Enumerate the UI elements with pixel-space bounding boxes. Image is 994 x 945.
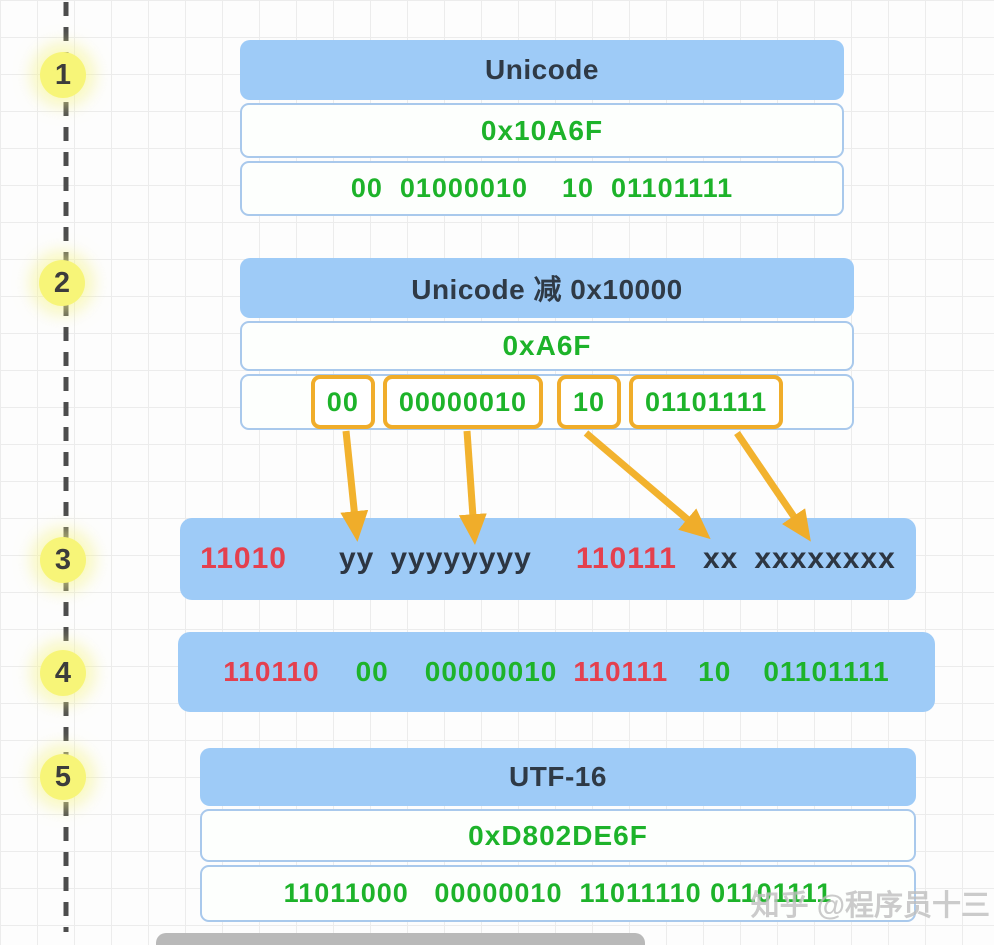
step-circle-4: 4 xyxy=(40,650,86,696)
template-token: 11010 xyxy=(200,542,287,575)
bit-group-box-2: 00000010 xyxy=(382,375,543,429)
template-token: yyyyyyyy xyxy=(390,542,532,575)
filled-token: 01101111 xyxy=(763,656,890,687)
bit-group-box-4: 01101111 xyxy=(629,375,784,429)
step-circle-1: 1 xyxy=(40,52,86,98)
arrow-group1 xyxy=(340,430,369,542)
unicode-box-binary: 00 01000010 10 01101111 xyxy=(240,161,844,216)
utf16-box-binary: 11011000 00000010 11011110 01101111 xyxy=(200,865,916,922)
filled-token: 10 xyxy=(698,656,732,687)
unicode-box-title: Unicode xyxy=(240,40,844,100)
filled-token: 00 xyxy=(355,656,389,687)
arrow-group4 xyxy=(734,431,811,542)
surrogate-filled-box: 110110 00 00000010 110111 10 01101111 xyxy=(178,632,935,712)
template-token: yy xyxy=(338,542,375,575)
filled-token: 00000010 xyxy=(424,656,558,687)
watermark: 知乎 @程序员十三 xyxy=(750,890,990,922)
minus-box-binary-row: 00 00000010 10 01101111 xyxy=(240,374,854,430)
arrow-group3 xyxy=(583,430,711,540)
filled-token: 110110 xyxy=(223,656,320,687)
bit-group-box-3: 10 xyxy=(556,375,622,429)
template-token: xxxxxxxx xyxy=(754,542,896,575)
step-circle-2: 2 xyxy=(39,260,85,306)
utf16-box-title: UTF-16 xyxy=(200,748,916,806)
minus-box-title: Unicode 减 0x10000 xyxy=(240,258,854,318)
bit-group-box-1: 00 xyxy=(310,375,375,429)
minus-box-hex: 0xA6F xyxy=(240,321,854,371)
step-circle-3: 3 xyxy=(40,537,86,583)
utf16-box-hex: 0xD802DE6F xyxy=(200,809,916,862)
surrogate-template-box: 11010 yy yyyyyyyy 110111 xx xxxxxxxx xyxy=(180,518,916,600)
template-token: 110111 xyxy=(575,542,677,575)
arrow-group2 xyxy=(458,430,487,545)
step-circle-5: 5 xyxy=(40,754,86,800)
unicode-box-hex: 0x10A6F xyxy=(240,103,844,158)
filled-token: 110111 xyxy=(573,656,669,687)
template-token: xx xyxy=(702,542,739,575)
cutoff-gray-bar xyxy=(156,933,645,945)
